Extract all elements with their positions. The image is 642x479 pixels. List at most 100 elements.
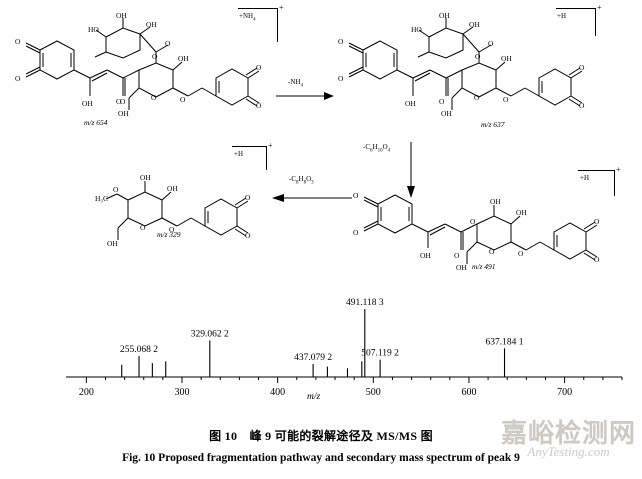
peak-label: 255.068 2	[120, 345, 158, 355]
svg-text:HO: HO	[411, 25, 422, 34]
svg-text:O: O	[470, 217, 476, 226]
svg-text:OH: OH	[116, 11, 127, 20]
x-tick-label: 600	[461, 387, 476, 398]
svg-text:O: O	[338, 37, 344, 46]
arrow-label-loss-nh4: -NH4	[288, 78, 303, 89]
svg-text:491.118 3: 491.118 3	[346, 298, 384, 308]
x-tick-label: 400	[270, 387, 285, 398]
svg-text:O: O	[15, 37, 21, 46]
charge-plus-637: +	[597, 3, 602, 12]
svg-text:329.062 2: 329.062 2	[191, 329, 229, 339]
svg-text:O: O	[113, 185, 119, 194]
x-tick-label: 700	[557, 387, 572, 398]
svg-text:OH: OH	[178, 54, 189, 63]
svg-text:O: O	[15, 74, 21, 83]
svg-text:O: O	[439, 97, 445, 106]
charge-bracket-637: +	[556, 4, 602, 36]
svg-text:507.119 2: 507.119 2	[361, 349, 399, 359]
svg-text:OH: OH	[469, 20, 480, 29]
mass-spectrum-plot: 200 300 400 500 600 700 255.068 2 329.062 2 437.…	[66, 298, 623, 398]
svg-text:O: O	[165, 39, 171, 48]
peak-label: 507.119 2	[361, 349, 399, 359]
svg-text:O: O	[120, 97, 126, 106]
x-tick-label: 200	[79, 387, 94, 398]
svg-text:OH: OH	[82, 99, 93, 108]
structure-mz-329: H₃C O OH OH O OH O O O m/z 329	[95, 168, 275, 258]
peak-label: 491.118 3	[346, 298, 384, 308]
svg-text:OH: OH	[441, 109, 452, 118]
svg-text:OH: OH	[439, 11, 450, 20]
bracket-label-h-637: +H	[557, 12, 567, 20]
svg-text:OH: OH	[107, 239, 118, 248]
svg-text:255.068 2: 255.068 2	[120, 345, 158, 355]
svg-text:O: O	[256, 63, 262, 72]
charge-plus-329: +	[268, 141, 273, 150]
svg-text:OH: OH	[167, 184, 178, 193]
svg-text:OH: OH	[501, 54, 512, 63]
svg-text:OH: OH	[405, 99, 416, 108]
svg-text:O: O	[140, 223, 146, 232]
figure-caption-chinese: 图 10 峰 9 可能的裂解途径及 MS/MS 图	[209, 429, 433, 443]
peak-label: 637.184 1	[486, 337, 524, 347]
svg-text:OH: OH	[490, 197, 501, 206]
svg-text:O: O	[116, 97, 122, 106]
peak-label: 329.062 2	[191, 329, 229, 339]
arrow-loss-nh4	[276, 92, 334, 100]
svg-text:H₃C: H₃C	[95, 194, 108, 203]
arrow-label-loss-c8h8o3: -C8H8O3	[289, 175, 314, 186]
charge-bracket-329: +	[232, 142, 273, 170]
svg-text:O: O	[475, 52, 481, 61]
charge-plus-491: +	[616, 165, 621, 174]
mass-spectrum: 200 300 400 500 600 700 255.068 2 329.062 2 437.…	[0, 282, 642, 412]
arrow-label-loss-c6h10o4: -C6H10O4	[363, 143, 391, 154]
bracket-label-h-491: +H	[580, 174, 590, 182]
structure-491-drawing: OO OH O O OH OH O OH O OO	[353, 191, 600, 272]
mz-label-654: m/z 654	[84, 118, 108, 127]
svg-text:O: O	[474, 93, 480, 102]
structure-637-drawing: OO OH O O O OH O OH HO OH OH O OO	[338, 11, 585, 118]
charge-bracket-654: +	[238, 4, 284, 42]
svg-text:OH: OH	[140, 173, 151, 182]
svg-text:OH: OH	[516, 208, 527, 217]
svg-text:O: O	[180, 95, 186, 104]
charge-plus-654: +	[279, 3, 284, 12]
svg-text:O: O	[338, 74, 344, 83]
svg-text:OH: OH	[456, 263, 467, 272]
mz-label-329: m/z 329	[157, 230, 181, 239]
svg-text:O: O	[353, 191, 359, 200]
arrow-loss-c8h8o3	[272, 194, 352, 202]
svg-text:O: O	[169, 225, 175, 234]
svg-text:O: O	[489, 247, 495, 256]
svg-text:637.184 1: 637.184 1	[486, 337, 524, 347]
structure-654-drawing: OO OH O O O OH O O OH HO OH OH O OO	[15, 11, 262, 118]
mz-label-491: m/z 491	[472, 262, 496, 271]
mz-label-637: m/z 637	[481, 120, 505, 129]
svg-text:O: O	[245, 193, 251, 202]
svg-text:O: O	[454, 251, 460, 260]
x-tick-label: 500	[366, 387, 381, 398]
svg-text:O: O	[594, 255, 600, 264]
svg-text:OH: OH	[118, 109, 129, 118]
svg-text:O: O	[256, 101, 262, 110]
svg-text:HO: HO	[88, 25, 99, 34]
arrow-loss-c6h10o4	[407, 142, 415, 198]
svg-text:O: O	[579, 101, 585, 110]
svg-text:437.079 2: 437.079 2	[294, 353, 332, 363]
svg-text:O: O	[353, 228, 359, 237]
peak-label: 437.079 2	[294, 353, 332, 363]
x-tick-label: 300	[175, 387, 190, 398]
svg-text:OH: OH	[420, 251, 431, 260]
svg-text:O: O	[151, 93, 157, 102]
svg-text:O: O	[518, 249, 524, 258]
x-axis-label: m/z	[307, 392, 321, 402]
svg-text:O: O	[503, 95, 509, 104]
structure-329-drawing: H₃C O OH OH O OH O O O	[95, 173, 251, 248]
bracket-label-nh4: +NH4	[239, 12, 256, 23]
svg-text:O: O	[245, 231, 251, 240]
svg-text:O: O	[152, 52, 158, 61]
